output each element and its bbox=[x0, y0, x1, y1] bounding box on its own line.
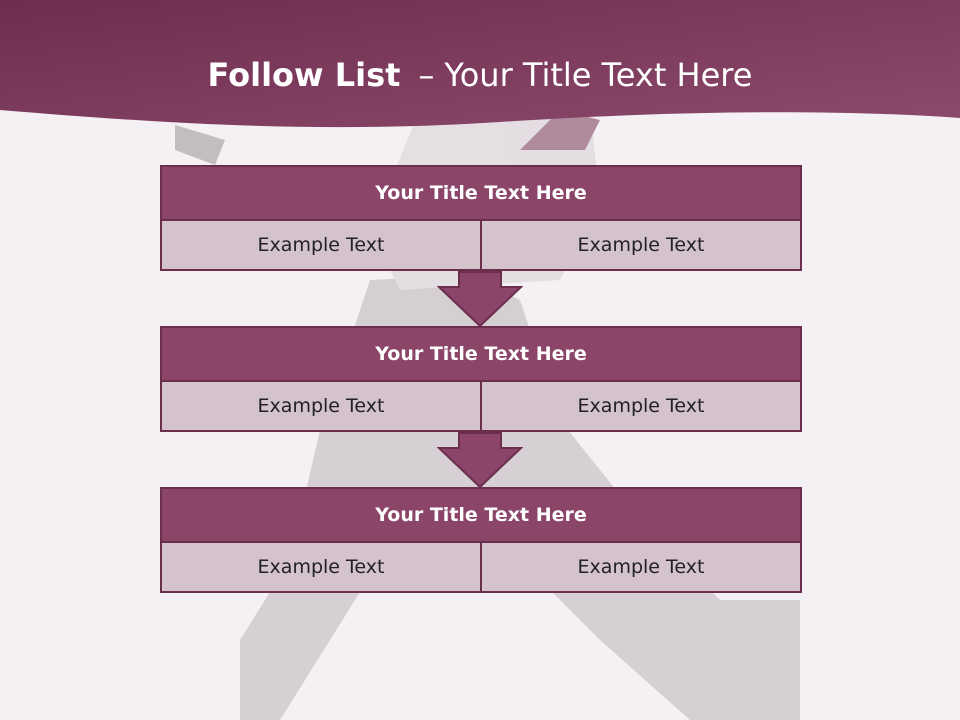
list-block-2: Your Title Text Here Example Text Exampl… bbox=[160, 326, 802, 432]
block-cell-left: Example Text bbox=[160, 221, 482, 271]
list-block-1: Your Title Text Here Example Text Exampl… bbox=[160, 165, 802, 271]
block-row: Example Text Example Text bbox=[160, 221, 802, 271]
block-title: Your Title Text Here bbox=[160, 326, 802, 382]
block-cell-right: Example Text bbox=[482, 382, 802, 432]
block-cell-right: Example Text bbox=[482, 543, 802, 593]
down-arrow-icon bbox=[437, 271, 523, 327]
block-title: Your Title Text Here bbox=[160, 487, 802, 543]
block-row: Example Text Example Text bbox=[160, 543, 802, 593]
block-title: Your Title Text Here bbox=[160, 165, 802, 221]
down-arrow-icon bbox=[437, 432, 523, 488]
title-rest: Your Title Text Here bbox=[444, 56, 753, 94]
title-dash: – bbox=[418, 56, 435, 94]
title-bold: Follow List bbox=[207, 56, 401, 94]
block-cell-left: Example Text bbox=[160, 382, 482, 432]
block-row: Example Text Example Text bbox=[160, 382, 802, 432]
block-cell-right: Example Text bbox=[482, 221, 802, 271]
slide-title: Follow List–Your Title Text Here bbox=[0, 56, 960, 94]
block-cell-left: Example Text bbox=[160, 543, 482, 593]
list-block-3: Your Title Text Here Example Text Exampl… bbox=[160, 487, 802, 593]
